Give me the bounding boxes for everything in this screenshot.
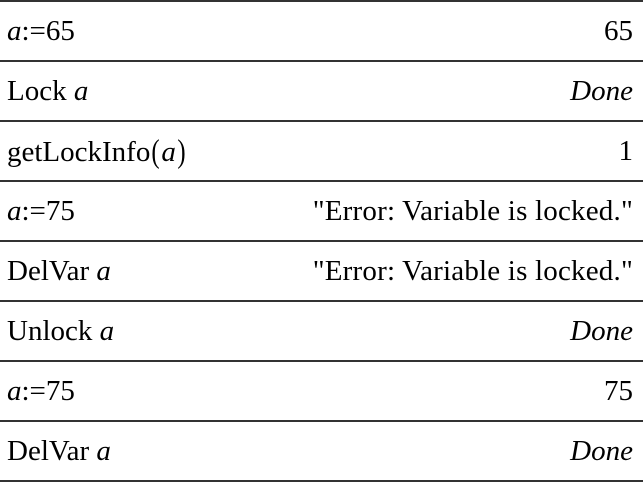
- variable-name: a: [7, 194, 22, 227]
- entry-result: "Error: Variable is locked.": [312, 194, 633, 227]
- variable-name: a: [96, 434, 111, 467]
- variable-name: a: [7, 14, 22, 47]
- variable-name: a: [99, 314, 115, 347]
- entry-result: Done: [570, 314, 633, 347]
- history-row[interactable]: a:=75 75: [0, 362, 643, 422]
- command-text: getLockInfo: [7, 135, 151, 168]
- variable-name: a: [161, 135, 176, 168]
- entry-input[interactable]: DelVar a: [7, 254, 111, 287]
- history-row[interactable]: a:=65 65: [0, 2, 643, 62]
- variable-name: a: [7, 374, 22, 407]
- history-row[interactable]: DelVar a "Error: Variable is locked.": [0, 242, 643, 302]
- entry-result: Done: [570, 74, 633, 107]
- entry-input[interactable]: a:=75: [7, 194, 75, 227]
- assignment-text: :=65: [21, 14, 75, 47]
- entry-input[interactable]: Lock a: [7, 74, 89, 107]
- entry-result: 1: [618, 134, 634, 167]
- entry-result: "Error: Variable is locked.": [312, 254, 633, 287]
- entry-input[interactable]: a:=75: [7, 374, 75, 407]
- entry-result: 75: [604, 374, 633, 407]
- history-row[interactable]: a:=75 "Error: Variable is locked.": [0, 182, 643, 242]
- variable-name: a: [73, 74, 89, 107]
- assignment-text: :=75: [21, 194, 75, 227]
- command-text: Unlock: [7, 314, 100, 347]
- assignment-text: :=75: [21, 374, 75, 407]
- entry-result: Done: [570, 434, 633, 467]
- entry-input[interactable]: getLockInfo(a): [7, 135, 187, 168]
- entry-result: 65: [604, 14, 633, 47]
- command-text: DelVar: [7, 254, 97, 287]
- command-text: DelVar: [7, 434, 97, 467]
- entry-input[interactable]: Unlock a: [7, 314, 115, 347]
- variable-name: a: [96, 254, 111, 287]
- entry-input[interactable]: DelVar a: [7, 434, 111, 467]
- open-paren: (: [151, 133, 160, 170]
- entry-input[interactable]: a:=65: [7, 14, 75, 47]
- command-text: Lock: [7, 74, 74, 107]
- history-row[interactable]: DelVar a Done: [0, 422, 643, 482]
- history-row[interactable]: Unlock a Done: [0, 302, 643, 362]
- history-row[interactable]: getLockInfo(a) 1: [0, 122, 643, 182]
- close-paren: ): [177, 133, 186, 170]
- history-row[interactable]: Lock a Done: [0, 62, 643, 122]
